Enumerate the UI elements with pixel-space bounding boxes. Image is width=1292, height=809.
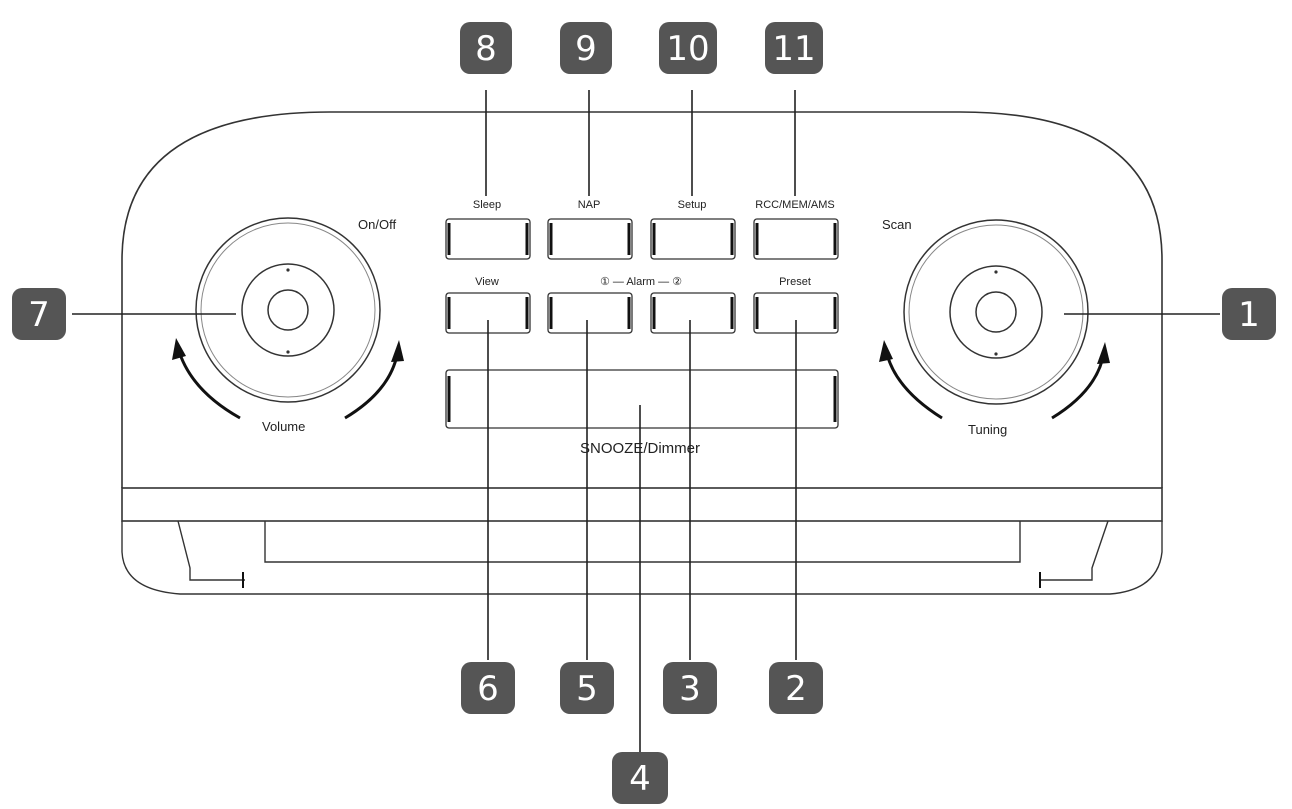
tuning-arrow-left <box>884 349 943 420</box>
snooze-dimmer-button[interactable] <box>445 369 839 429</box>
view-label: View <box>475 276 499 288</box>
sleep-label: Sleep <box>473 199 501 211</box>
device-base <box>121 521 1163 595</box>
volume-arrowhead-right <box>391 340 404 362</box>
callout-3: 3 <box>663 662 717 714</box>
view-button[interactable] <box>445 292 531 334</box>
svg-text:10: 10 <box>666 29 709 69</box>
callout-5: 5 <box>560 662 614 714</box>
svg-text:2: 2 <box>785 669 807 709</box>
rcc-mem-ams-button[interactable] <box>753 218 839 260</box>
alarm2-button[interactable] <box>650 292 736 334</box>
on-off-label: On/Off <box>358 217 396 232</box>
callout-10: 10 <box>659 22 717 74</box>
volume-label: Volume <box>262 419 305 434</box>
svg-text:7: 7 <box>28 295 50 335</box>
callout-2: 2 <box>769 662 823 714</box>
tuning-arrowhead-left <box>879 340 893 362</box>
svg-text:4: 4 <box>629 759 651 799</box>
svg-text:11: 11 <box>772 29 815 69</box>
volume-arrow-right <box>344 349 400 420</box>
svg-text:8: 8 <box>475 29 497 69</box>
volume-arrowhead-left <box>172 338 186 360</box>
svg-text:3: 3 <box>679 669 701 709</box>
nap-button[interactable] <box>547 218 633 260</box>
tuning-knob[interactable] <box>903 219 1089 405</box>
setup-label: Setup <box>678 199 707 211</box>
callout-1: 1 <box>1222 288 1276 340</box>
preset-label: Preset <box>779 276 811 288</box>
callout-6: 6 <box>461 662 515 714</box>
volume-knob[interactable] <box>195 217 381 403</box>
preset-button[interactable] <box>753 292 839 334</box>
device-front-strip <box>121 487 1163 522</box>
device-body-outline <box>121 111 1163 488</box>
callout-11: 11 <box>765 22 823 74</box>
scan-label: Scan <box>882 217 912 232</box>
callout-9: 9 <box>560 22 612 74</box>
sleep-button[interactable] <box>445 218 531 260</box>
device-stand <box>177 520 1109 581</box>
callout-8: 8 <box>460 22 512 74</box>
setup-button[interactable] <box>650 218 736 260</box>
leader-lines <box>72 90 1220 752</box>
svg-text:1: 1 <box>1238 295 1260 335</box>
nap-label: NAP <box>578 199 601 211</box>
callout-4: 4 <box>612 752 668 804</box>
rcc-label: RCC/MEM/AMS <box>755 199 834 211</box>
tuning-arrowhead-right <box>1097 342 1110 364</box>
svg-text:5: 5 <box>576 669 598 709</box>
callout-7: 7 <box>12 288 66 340</box>
alarm-label: ① — Alarm — ② <box>600 276 682 288</box>
svg-text:9: 9 <box>575 29 597 69</box>
tuning-arrow-right <box>1051 351 1106 420</box>
svg-text:6: 6 <box>477 669 499 709</box>
alarm1-button[interactable] <box>547 292 633 334</box>
tuning-label: Tuning <box>968 422 1007 437</box>
